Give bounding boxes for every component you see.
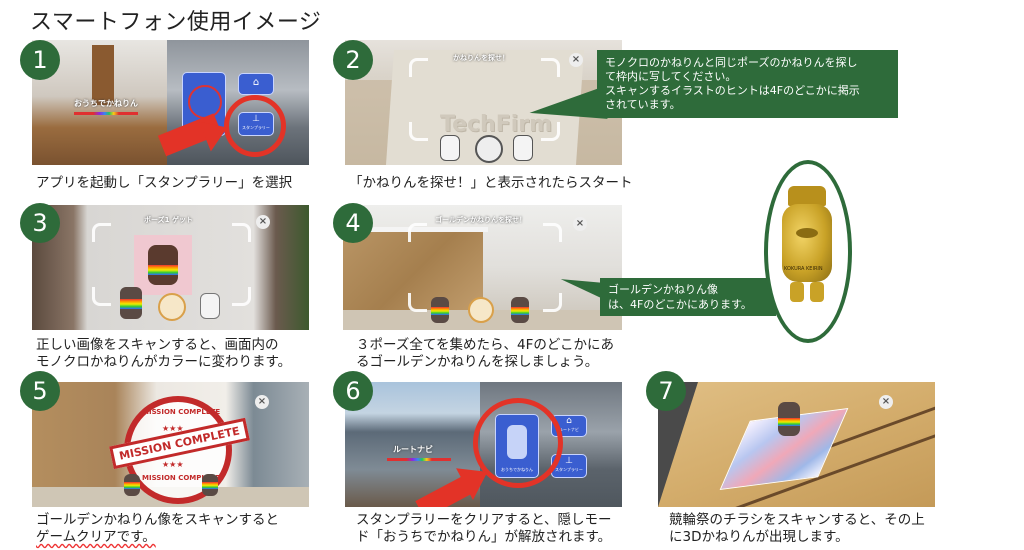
scan-frame-corner — [543, 293, 562, 312]
scan-frame-corner — [408, 223, 427, 242]
stamp-bottom-text: MISSION COMPLETE — [142, 474, 221, 482]
mode-label: おうちでかねりん — [74, 99, 138, 108]
scan-frame-corner — [409, 58, 428, 77]
step-7-caption: 競輪祭のチラシをスキャンすると、その上 に3Dかねりんが出現します。 — [669, 512, 925, 545]
scan-frame-corner — [232, 287, 251, 306]
scan-frame-corner — [541, 122, 560, 141]
3d-kanerin-model — [778, 402, 800, 436]
step-4-badge: 4 — [333, 203, 373, 243]
stamp-bottom-stars-icon: ★★★ — [162, 460, 184, 469]
step-3-screenshot: ポーズ1 ゲット × — [32, 205, 309, 330]
close-button[interactable]: × — [573, 217, 587, 231]
step-7-badge: 7 — [646, 371, 686, 411]
step-3-caption: 正しい画像をスキャンすると、画面内の モノクロかねりんがカラーに変わります。 — [36, 337, 292, 370]
step-7-screenshot: × — [658, 382, 935, 507]
kanerin-medal-icon — [468, 297, 494, 323]
golden-kanerin-statue: KOKURA KEIRIN — [778, 186, 836, 306]
color-kanerin-pose-3 — [511, 297, 529, 323]
mono-kanerin-pose-2 — [200, 293, 220, 319]
step-2-caption: 「かねりんを探せ！」と表示されたらスタート — [349, 175, 633, 191]
stamp-rally-label: スタンプラリー — [555, 467, 583, 472]
statue-callout: ゴールデンかねりん像 は、4Fのどこかにあります。 — [600, 278, 776, 316]
scan-frame-corner — [408, 293, 427, 312]
close-button[interactable]: × — [256, 215, 270, 229]
mode-label: ルートナビ — [393, 445, 433, 454]
scan-frame-corner — [92, 223, 111, 242]
stamp-top-text: MISSION COMPLETE — [142, 408, 221, 416]
hint-callout: モノクロのかねりんと同じポーズのかねりんを探し て枠内に写してください。 スキャ… — [597, 50, 898, 118]
step-5-caption: ゴールデンかねりん像をスキャンすると ゲームクリアです。 — [36, 512, 279, 545]
techfirm-logo-text: TechFirm — [440, 112, 553, 137]
route-navi-button[interactable]: ⌂ — [238, 73, 274, 95]
kanerin-poster — [134, 235, 192, 295]
scan-frame-corner — [92, 287, 111, 306]
step-2-screenshot: TechFirm かねりんを探せ！ × — [345, 40, 622, 165]
mono-kanerin-pose-1 — [440, 135, 460, 161]
highlight-circle — [473, 398, 563, 488]
close-button[interactable]: × — [569, 53, 583, 67]
close-button[interactable]: × — [255, 395, 269, 409]
kanerin-medal-icon — [475, 135, 503, 163]
page-title: スマートフォン使用イメージ — [30, 10, 322, 35]
step-1-screenshot: おうちでかねりん ⌂ ⊥ スタンプラリー — [32, 40, 309, 165]
color-kanerin-pose-1 — [120, 287, 142, 319]
step-5-badge: 5 — [20, 371, 60, 411]
stars-icon: ★★★ — [162, 424, 184, 433]
route-navi-icon: ⌂ — [252, 77, 260, 88]
color-kanerin-pose-3 — [202, 474, 218, 496]
step-6-caption: スタンプラリーをクリアすると、隠しモー ド「おうちでかねりん」が解放されます。 — [356, 512, 612, 545]
step-5-screenshot: MISSION COMPLETE ★★★ ★★★ MISSION COMPLET… — [32, 382, 309, 507]
step-6-screenshot: ルートナビ おうちでかねりん ⌂ ルートナビ ⊥ スタンプラリー — [345, 382, 622, 507]
mono-kanerin-pose-2 — [513, 135, 533, 161]
scan-frame-corner — [409, 122, 428, 141]
step-3-badge: 3 — [20, 203, 60, 243]
route-navi-icon: ⌂ — [566, 416, 572, 426]
color-kanerin-pose-1 — [431, 297, 449, 323]
scan-header: かねりんを探せ！ — [453, 54, 509, 62]
scan-frame-corner — [232, 223, 251, 242]
step-2-badge: 2 — [333, 40, 373, 80]
step-4-screenshot: ゴールデンかねりんを探せ！ × — [343, 205, 622, 330]
scan-header: ゴールデンかねりんを探せ！ — [435, 216, 526, 224]
step-6-badge: 6 — [333, 371, 373, 411]
step-4-caption: ３ポーズ全てを集めたら、4Fのどこかにあ るゴールデンかねりんを探しましょう。 — [356, 337, 615, 370]
rainbow-bar — [387, 458, 451, 461]
scan-frame-corner — [543, 223, 562, 242]
highlight-circle — [224, 95, 286, 157]
kanerin-medal-icon — [158, 293, 186, 321]
golden-statue-oval: KOKURA KEIRIN — [764, 160, 852, 343]
statue-label: KOKURA KEIRIN — [784, 266, 823, 272]
close-button[interactable]: × — [879, 395, 893, 409]
scan-frame-corner — [541, 58, 560, 77]
scan-header: ポーズ1 ゲット — [144, 216, 193, 224]
route-navi-label: ルートナビ — [559, 427, 579, 432]
step-1-caption: アプリを起動し「スタンプラリー」を選択 — [36, 175, 293, 191]
step-1-badge: 1 — [20, 40, 60, 80]
stamp-icon: ⊥ — [565, 456, 573, 466]
rainbow-bar — [74, 112, 138, 115]
color-kanerin-pose-1 — [124, 474, 140, 496]
